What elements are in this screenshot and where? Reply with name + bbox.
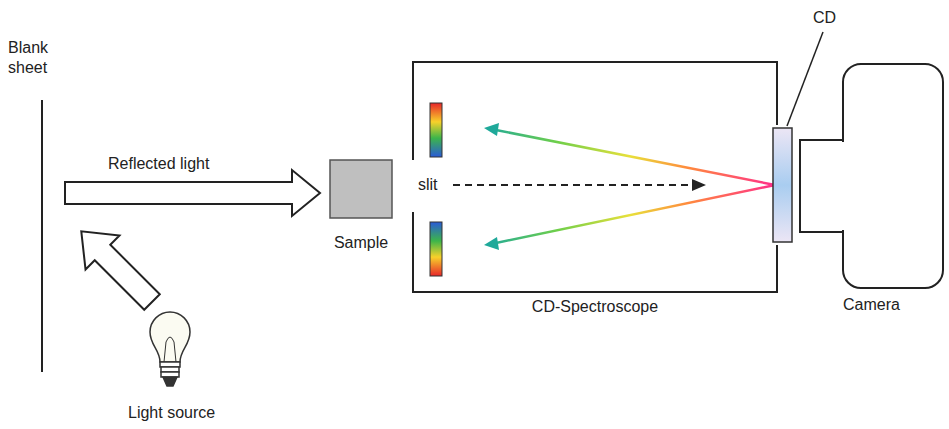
- text-label: Reflected light: [108, 154, 209, 174]
- diffracted-ray: [496, 185, 775, 243]
- spectroscope-housing: [413, 62, 777, 292]
- text-label: slit: [418, 175, 438, 195]
- node-box: CD-Spectroscope: [413, 62, 777, 292]
- block-arrow: [64, 214, 169, 319]
- camera-join: [838, 142, 848, 230]
- blank-sheet: [41, 100, 43, 372]
- arrow-head: [484, 237, 499, 250]
- arrow-head: [692, 179, 706, 191]
- node-caption: CD-Spectroscope: [532, 298, 658, 316]
- camera-body: [843, 64, 943, 288]
- spectrum-band: [430, 222, 442, 276]
- node-box: Camera: [800, 64, 943, 288]
- sample-block: [330, 160, 392, 218]
- arrow-head: [484, 123, 499, 136]
- camera-lens: [800, 140, 843, 232]
- cd-disc: [773, 128, 792, 242]
- block-arrow: [65, 170, 320, 216]
- text-label: Blank sheet: [8, 38, 58, 78]
- node-caption: Sample: [334, 234, 388, 252]
- leader-line: [787, 32, 823, 126]
- text-label: Light source: [128, 403, 215, 423]
- diffracted-ray: [496, 130, 775, 185]
- light-bulb: [150, 312, 190, 386]
- spectrum-band: [430, 103, 442, 157]
- node-caption: Camera: [843, 296, 900, 314]
- incident-beam: [453, 184, 695, 186]
- text-label: CD: [813, 8, 836, 28]
- node-box: Sample: [330, 160, 392, 218]
